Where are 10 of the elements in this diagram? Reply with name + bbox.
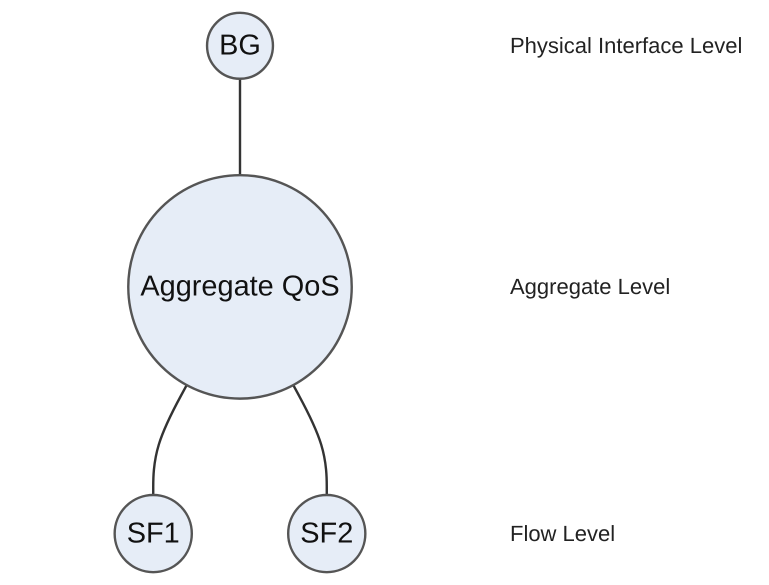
connector (238, 78, 242, 176)
connector (152, 384, 188, 495)
node-circle: BG (206, 12, 274, 80)
level-label: Flow Level (510, 520, 616, 547)
node-circle: Aggregate QoS (127, 174, 353, 400)
connector (292, 384, 328, 495)
level-label: Aggregate Level (510, 274, 670, 300)
node-circle: SF1 (113, 494, 193, 574)
level-label: Physical Interface Level (510, 32, 742, 59)
node-circle: SF2 (287, 494, 367, 574)
